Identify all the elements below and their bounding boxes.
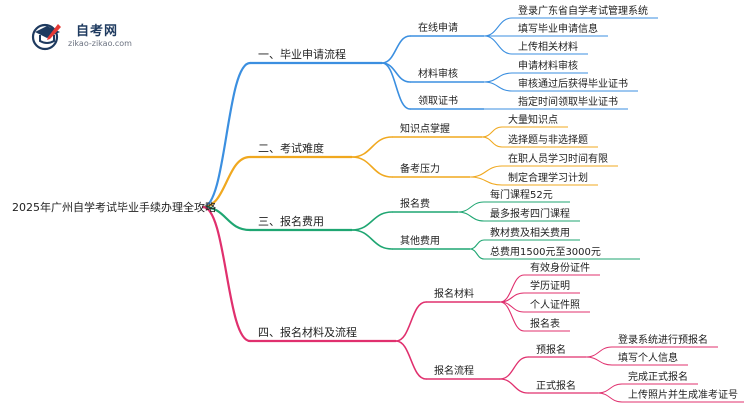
- item-link-2-1-1: [469, 248, 485, 260]
- group-1-1-label: 备考压力: [400, 162, 440, 175]
- group-link-0-1: [381, 62, 411, 83]
- item-link-0-1-1: [483, 81, 513, 92]
- subitem-link-1-1: [597, 392, 623, 403]
- graduation-cap-icon: [31, 23, 61, 51]
- item-link-2-0-0: [457, 201, 485, 213]
- subitem-link-0-0: [585, 346, 613, 358]
- item-1-0-0: 大量知识点: [508, 113, 558, 126]
- item-link-1-1-0: [469, 165, 503, 178]
- branch-link-2: [201, 205, 252, 232]
- branch-3-label: 四、报名材料及流程: [258, 325, 357, 339]
- item-0-0-2: 上传相关材料: [518, 40, 578, 53]
- subgroup-link-0: [499, 356, 529, 380]
- branch-2-label: 三、报名费用: [258, 214, 324, 228]
- group-link-2-0: [351, 211, 393, 231]
- group-0-2-label: 领取证书: [418, 94, 458, 107]
- subitem-1-0: 完成正式报名: [628, 370, 688, 383]
- subgroup-1-label: 正式报名: [536, 379, 576, 392]
- item-link-2-0-1: [457, 211, 485, 222]
- item-1-1-1: 制定合理学习计划: [508, 171, 588, 184]
- branch-0-label: 一、毕业申请流程: [258, 47, 346, 61]
- item-2-0-1: 最多报考四门课程: [490, 207, 570, 220]
- item-3-0-1: 学历证明: [530, 279, 570, 292]
- group-link-0-2: [381, 62, 411, 110]
- item-0-1-0: 申请材料审核: [518, 59, 578, 72]
- item-1-1-0: 在职人员学习时间有限: [508, 152, 608, 165]
- mindmap-links: [201, 17, 744, 403]
- group-2-0-label: 报名费: [400, 197, 430, 210]
- item-link-0-1-0: [483, 72, 513, 83]
- item-2-0-0: 每门课程52元: [490, 188, 553, 201]
- group-link-3-1: [395, 340, 427, 380]
- branch-link-0: [201, 61, 252, 209]
- item-2-1-1: 总费用1500元至3000元: [490, 245, 601, 258]
- site-logo[interactable]: 自考网 zikao-zikao.com: [30, 18, 170, 52]
- subitem-link-1-0: [597, 383, 623, 394]
- item-link-0-0-2: [483, 35, 513, 55]
- group-link-1-1: [351, 156, 393, 178]
- item-1-0-1: 选择题与非选择题: [508, 133, 588, 146]
- item-0-1-1: 审核通过后获得毕业证书: [518, 77, 628, 90]
- item-link-1-1-1: [469, 176, 503, 186]
- subitem-link-0-1: [585, 356, 613, 366]
- item-3-0-3: 报名表: [530, 317, 560, 330]
- logo-name: 自考网: [76, 24, 119, 39]
- item-link-2-1-0: [469, 239, 485, 250]
- group-3-1-label: 报名流程: [434, 364, 474, 377]
- item-3-0-2: 个人证件照: [530, 299, 580, 311]
- item-3-0-0: 有效身份证件: [530, 261, 590, 274]
- subgroup-link-1: [499, 378, 529, 394]
- item-0-2-0: 指定时间领取毕业证书: [518, 95, 618, 108]
- item-2-1-0: 教材费及相关费用: [490, 226, 570, 239]
- group-link-2-1: [351, 229, 393, 250]
- root-topic: 2025年广州自学考试毕业手续办理全攻略: [12, 200, 216, 214]
- subitem-0-0: 登录系统进行预报名: [618, 333, 708, 346]
- group-1-0-label: 知识点掌握: [400, 122, 450, 135]
- group-2-1-label: 其他费用: [400, 234, 440, 247]
- logo-url: zikao-zikao.com: [68, 39, 132, 48]
- branch-1-label: 二、考试难度: [258, 141, 324, 155]
- item-0-0-1: 填写毕业申请信息: [518, 22, 598, 35]
- item-link-1-0-1: [481, 136, 503, 148]
- subgroup-0-label: 预报名: [536, 343, 566, 356]
- item-link-3-0-3: [499, 301, 525, 332]
- item-link-0-0-0: [483, 17, 513, 37]
- group-link-0-0: [381, 35, 411, 64]
- group-0-1-label: 材料审核: [418, 67, 458, 80]
- subitem-1-1: 上传照片并生成准考证号: [628, 388, 738, 401]
- branch-link-1: [201, 155, 252, 209]
- subitem-0-1: 填写个人信息: [618, 351, 678, 364]
- branch-link-3: [201, 205, 252, 343]
- group-link-1-0: [351, 136, 393, 158]
- group-3-0-label: 报名材料: [434, 287, 474, 300]
- group-0-0-label: 在线申请: [418, 21, 458, 34]
- item-link-1-0-0: [481, 126, 503, 138]
- group-link-3-0: [395, 301, 427, 342]
- mindmap-labels: 2025年广州自学考试毕业手续办理全攻略 一、毕业申请流程 在线申请 登录广东省自学考…: [12, 4, 738, 401]
- item-0-0-0: 登录广东省自学考试管理系统: [518, 4, 648, 17]
